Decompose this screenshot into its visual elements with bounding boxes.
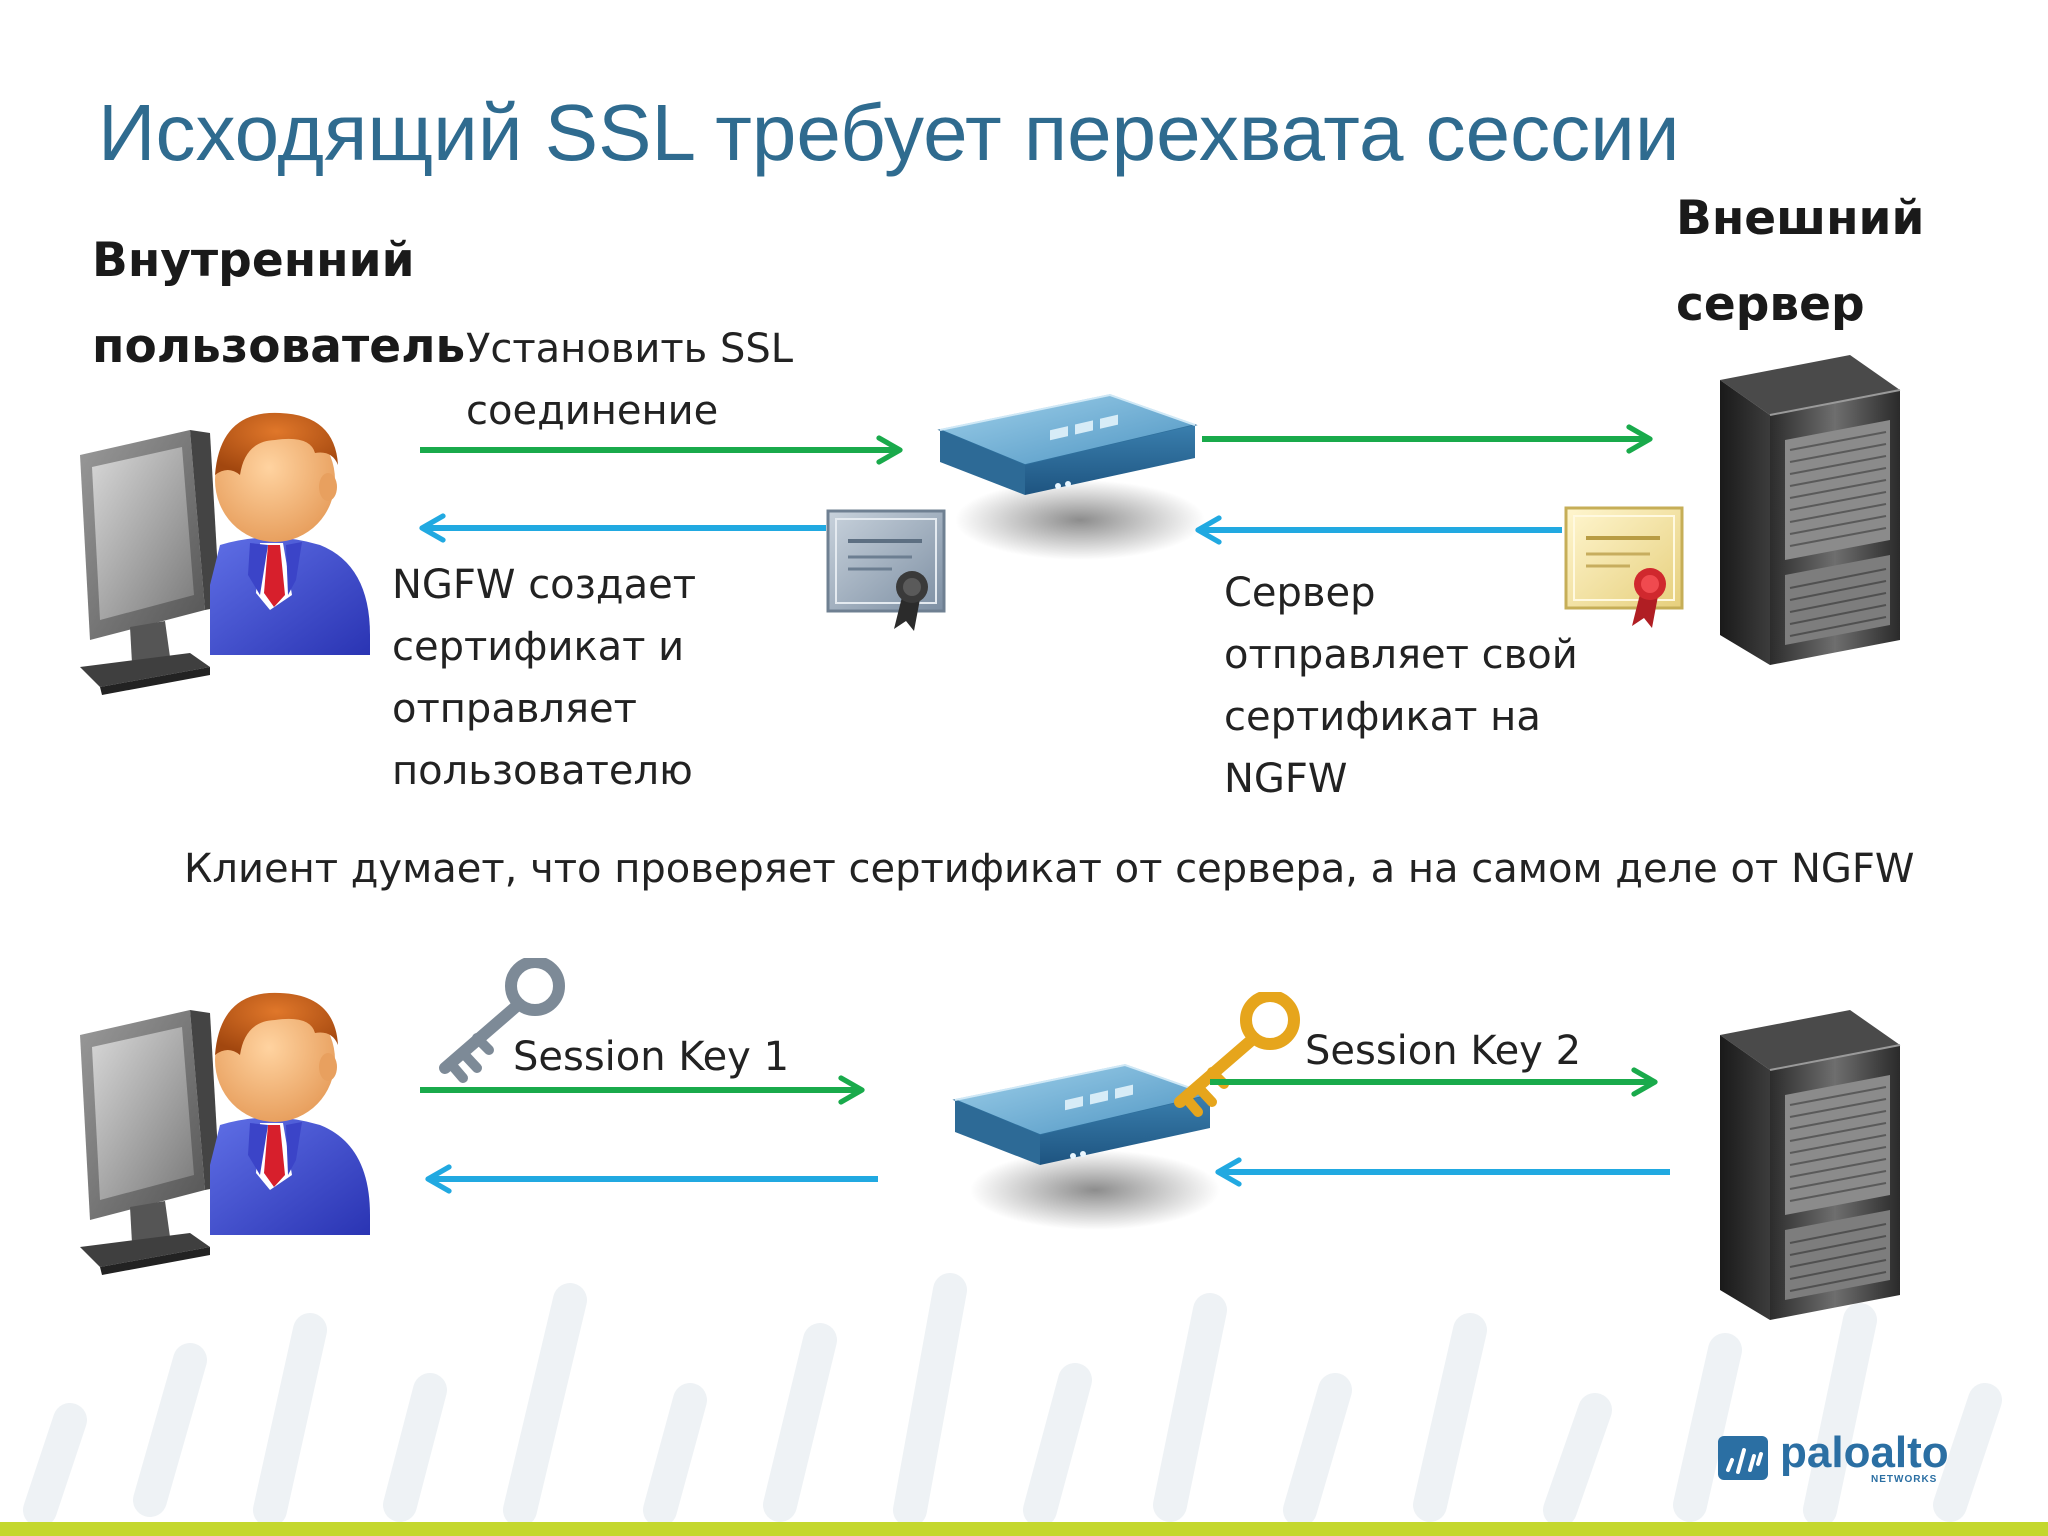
- external-server-label-line-2: сервер: [1676, 277, 1865, 332]
- ngfw-creates-cert-line-3: отправляет: [392, 686, 637, 732]
- paloalto-logo-mark-icon: [1718, 1436, 1768, 1480]
- session-key-1-label: Session Key 1: [513, 1034, 790, 1080]
- ngfw-creates-cert-label: NGFW создает сертификат и отправляет пол…: [392, 554, 696, 802]
- paloalto-logo-subtext: NETWORKS: [1871, 1474, 1938, 1485]
- background-pattern: [23, 1273, 2002, 1527]
- external-server-label: Внешний сервер: [1676, 176, 1924, 348]
- establish-ssl-label-line-1: Установить SSL: [466, 326, 794, 372]
- paloalto-logo-text: paloalto: [1780, 1428, 1949, 1477]
- server-sends-cert-line-2: отправляет свой: [1224, 632, 1578, 678]
- establish-ssl-label-line-2: соединение: [466, 388, 719, 434]
- ngfw-creates-cert-line-2: сертификат и: [392, 624, 685, 670]
- session-key-2-label: Session Key 2: [1305, 1028, 1582, 1074]
- internal-user-label-line-1: Внутренний: [92, 233, 415, 288]
- internal-user-label-line-2: пользователь: [92, 319, 466, 374]
- accent-band: [0, 1522, 2048, 1536]
- server-sends-cert-line-1: Сервер: [1224, 570, 1376, 616]
- server-sends-cert-line-4: NGFW: [1224, 756, 1348, 802]
- server-sends-cert-line-3: сертификат на: [1224, 694, 1541, 740]
- client-thinks-note: Клиент думает, что проверяет сертификат …: [184, 846, 1915, 892]
- paloalto-logo: paloalto NETWORKS: [1716, 1428, 1966, 1490]
- ngfw-creates-cert-line-1: NGFW создает: [392, 562, 697, 608]
- server-sends-cert-label: Сервер отправляет свой сертификат на NGF…: [1224, 562, 1578, 810]
- external-server-label-line-1: Внешний: [1676, 191, 1925, 246]
- establish-ssl-label: Установить SSL соединение: [466, 318, 793, 442]
- ngfw-creates-cert-line-4: пользователю: [392, 748, 693, 794]
- slide-title: Исходящий SSL требует перехвата сессии: [98, 88, 1680, 177]
- internal-user-label: Внутренний пользователь: [92, 218, 465, 390]
